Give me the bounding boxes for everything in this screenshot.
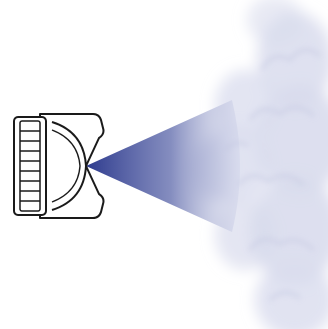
spray-nozzle-icon: [13, 113, 105, 219]
spray-jet: [86, 100, 240, 232]
